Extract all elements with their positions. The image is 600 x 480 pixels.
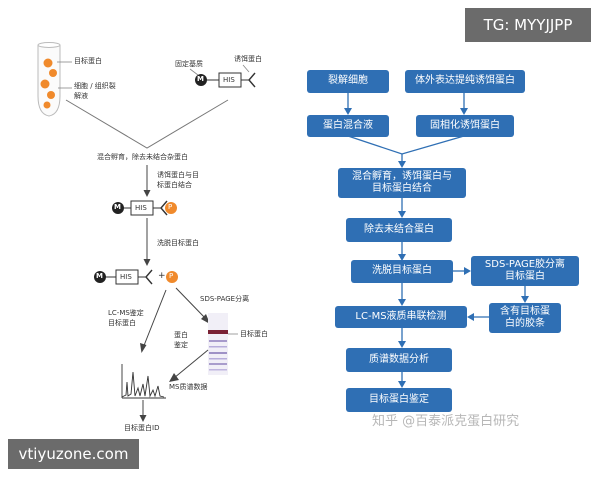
step-band: 含有目标蛋 白的胶条 [489,303,561,333]
sds-label: SDS-PAGE分离 [200,295,250,303]
bead-icon [43,101,51,109]
step-elute: 洗脱目标蛋白 [351,260,453,283]
incubate-label: 混合孵育，除去未结合杂蛋白 [97,153,188,161]
elute-label: 洗脱目标蛋白 [157,239,199,247]
ms-spectrum [121,364,166,399]
step-analysis: 质谱数据分析 [346,348,452,372]
bound-complex [112,200,177,216]
step-immobilize: 固相化诱饵蛋白 [416,115,514,137]
his-glyph: HIS [135,204,147,212]
bottom-left-banner: vtiyuzone.com [8,439,139,469]
test-tube-icon [37,42,61,117]
p-glyph: P [168,203,173,211]
step-express: 体外表达提纯诱饵蛋白 [405,70,525,93]
id-label: 目标蛋白ID [124,424,160,432]
matrix-label: 固定基质 [175,60,203,68]
step-incubate-line: 混合孵育，诱饵蛋白与 [352,170,452,182]
lysate-label: 解液 [74,92,88,100]
bead-icon [40,79,50,89]
step-sds: SDS-PAGE胶分离 目标蛋白 [471,256,579,286]
step-lcms: LC-MS液质串联检测 [335,306,467,328]
watermark-text: 知乎 @百泰派克蛋白研究 [372,414,520,429]
m-glyph: M [114,203,121,211]
top-right-banner: TG: MYYJJPP [465,8,591,42]
bind-label: 诱饵蛋白与目 [157,171,199,179]
step-incubate: 混合孵育，诱饵蛋白与 目标蛋白结合 [338,168,466,198]
gel-lane [208,313,228,375]
step-band-line: 含有目标蛋 [500,305,550,317]
step-identify: 目标蛋白鉴定 [346,388,452,412]
bind-label: 标蛋白结合 [157,181,192,189]
identify-label: 鉴定 [174,341,188,349]
m-glyph: M [96,272,103,280]
bait-construct [189,64,256,88]
plus-glyph: + [158,271,166,281]
bead-icon [43,58,53,68]
step-mix: 蛋白混合液 [307,115,389,137]
left-diagram [37,42,256,422]
step-sds-line: SDS-PAGE胶分离 [484,258,566,270]
tube-label: 目标蛋白 [74,57,102,65]
his-glyph: HIS [120,273,132,281]
p-glyph: P [169,272,174,280]
lcms-label: 目标蛋白 [108,319,136,327]
bead-icon [47,91,55,99]
his-glyph: HIS [223,76,235,84]
lysate-label: 细胞 / 组织裂 [74,82,116,90]
m-glyph: M [197,75,204,83]
target-label: 目标蛋白 [240,330,268,338]
step-sds-line: 目标蛋白 [505,271,545,282]
merge-lines [65,99,229,149]
step-lyse: 裂解细胞 [307,70,389,93]
bead-icon [49,69,57,77]
step-band-line: 白的胶条 [505,318,545,329]
ms-label: MS质谱数据 [169,383,208,391]
bait-label: 诱饵蛋白 [234,55,262,63]
identify-label: 蛋白 [174,331,188,339]
step-incubate-line: 目标蛋白结合 [372,183,432,194]
step-remove: 除去未结合蛋白 [346,218,452,242]
lcms-label: LC-MS鉴定 [108,309,144,317]
eluted-complex [94,269,178,285]
